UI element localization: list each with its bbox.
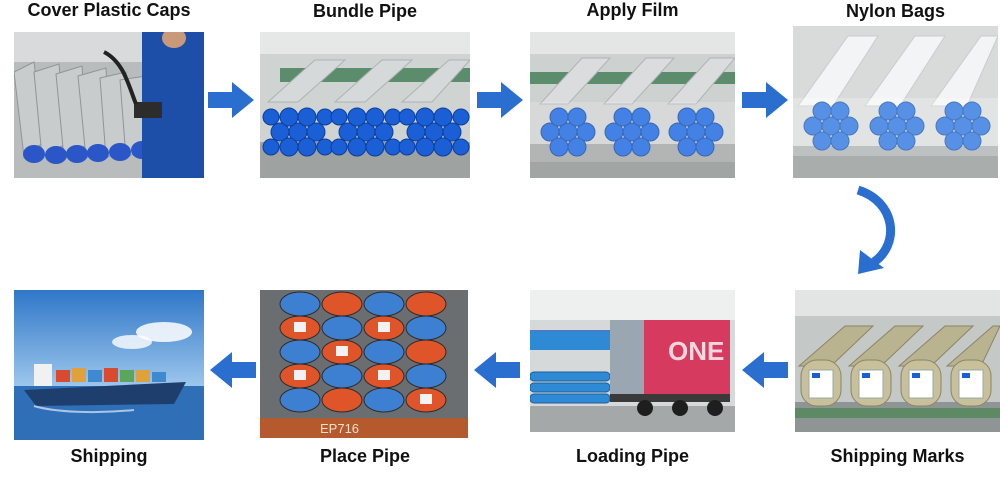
photo-nylon-bags [793,26,998,178]
step-label-loading-pipe: Loading Pipe [575,446,689,466]
arrow-right-icon [477,82,523,118]
step-label-cover-plastic-caps: Cover Plastic Caps [27,0,191,20]
step-label-bundle-pipe: Bundle Pipe [312,1,417,21]
arrow-left-icon [742,352,788,388]
step-label-shipping-marks: Shipping Marks [830,446,965,466]
arrow-right-icon [208,82,254,118]
step-label-nylon-bags: Nylon Bags [845,1,946,21]
arrow-left-icon [210,352,256,388]
photo-place-pipe: EP716 [260,290,468,438]
arrow-left-icon [474,352,520,388]
arrow-right-icon [742,82,788,118]
step-label-place-pipe: Place Pipe [319,446,411,466]
step-label-apply-film: Apply Film [586,0,679,20]
photo-cover-plastic-caps [14,32,204,178]
photo-loading-pipe: ONE [530,290,735,432]
truck-brand-text: ONE [668,336,724,366]
photo-shipping [14,290,204,440]
arrow-curved-down-icon [850,184,902,276]
photo-bundle-pipe [260,32,470,178]
photo-shipping-marks [795,290,1000,432]
photo-apply-film [530,32,735,178]
plate-text: EP716 [320,421,359,436]
step-label-shipping: Shipping [70,446,148,466]
